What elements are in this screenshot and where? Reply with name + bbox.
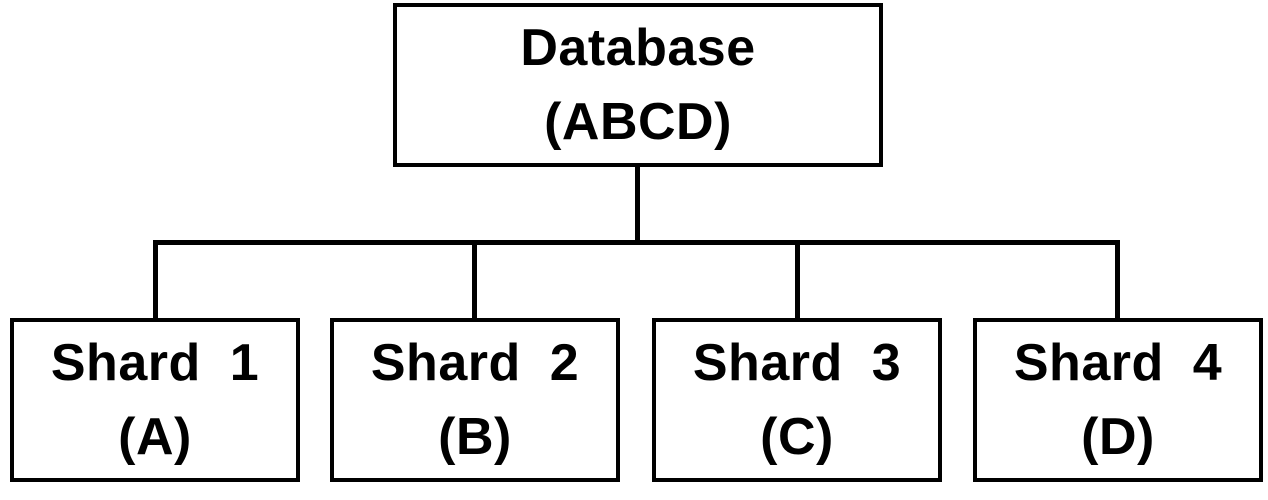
shard-node-label: (C) (760, 408, 834, 466)
connector-leg-shard-2 (472, 240, 477, 318)
shard-node-label: (B) (438, 408, 512, 466)
connector-bus (153, 240, 1120, 245)
shard-node-label: (A) (118, 408, 192, 466)
database-node: Database (ABCD) (393, 3, 883, 167)
database-node-label: (ABCD) (544, 93, 732, 151)
shard-node-3: Shard 3 (C) (652, 318, 942, 482)
database-node-name: Database (520, 19, 756, 77)
connector-leg-shard-4 (1115, 240, 1120, 318)
shard-node-label: (D) (1081, 408, 1155, 466)
shard-node-1: Shard 1 (A) (10, 318, 300, 482)
shard-node-name: Shard 3 (692, 334, 902, 392)
shard-node-name: Shard 1 (50, 334, 260, 392)
shard-node-2: Shard 2 (B) (330, 318, 620, 482)
shard-node-name: Shard 2 (370, 334, 580, 392)
connector-leg-shard-3 (795, 240, 800, 318)
connector-stem (635, 167, 640, 244)
connector-leg-shard-1 (153, 240, 158, 318)
shard-node-4: Shard 4 (D) (973, 318, 1263, 482)
shard-node-name: Shard 4 (1013, 334, 1223, 392)
